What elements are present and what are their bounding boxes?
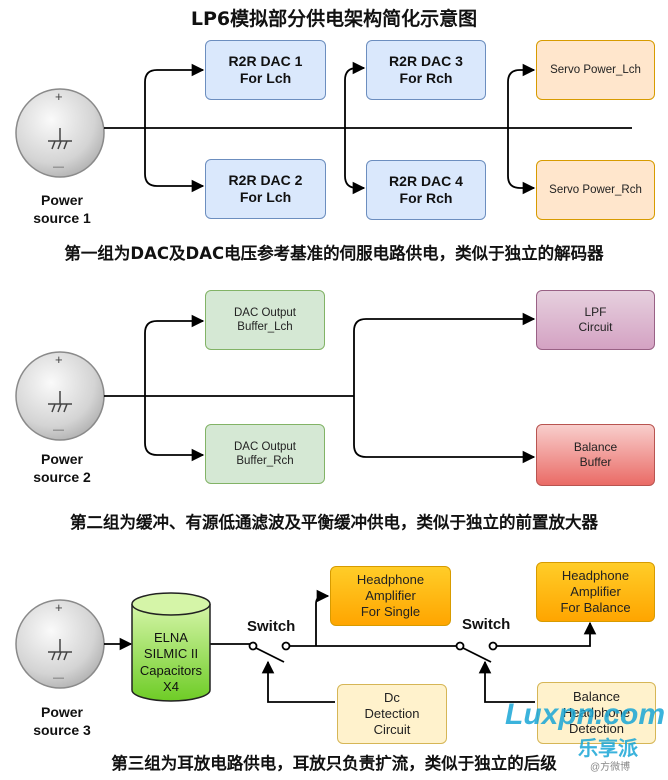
plus-sign: + (55, 89, 63, 104)
minus-sign: — (53, 424, 64, 436)
dac-output-buffer-lch-box: DAC Output Buffer_Lch (205, 290, 325, 350)
group-1-caption: 第一组为DAC及DAC电压参考基准的伺服电路供电，类似于独立的解码器 (64, 244, 604, 263)
plus-sign: + (55, 352, 63, 367)
r2r-dac-1-box: R2R DAC 1 For Lch (205, 40, 326, 100)
power-source-1-icon (15, 88, 105, 178)
headphone-amp-balance-box: Headphone Amplifier For Balance (536, 562, 655, 622)
headphone-amp-single-box: Headphone Amplifier For Single (330, 566, 451, 626)
r2r-dac-2-box: R2R DAC 2 For Lch (205, 159, 326, 219)
r2r-dac-4-box: R2R DAC 4 For Rch (366, 160, 486, 220)
power-source-1-label: Power source 1 (33, 192, 91, 227)
watermark-brand-cn: 乐享派 (578, 738, 638, 760)
servo-power-lch-box: Servo Power_Lch (536, 40, 655, 100)
switch-2-label: Switch (462, 616, 511, 633)
r2r-dac-3-box: R2R DAC 3 For Rch (366, 40, 486, 100)
watermark-brand: Luxpn.com (505, 698, 666, 731)
diagram-title: LP6模拟部分供电架构简化示意图 (190, 8, 478, 30)
balance-headphone-detection-box: Balance Headphone Detection (537, 682, 656, 744)
dac-output-buffer-rch-box: DAC Output Buffer_Rch (205, 424, 325, 484)
dc-detection-circuit-box: Dc Detection Circuit (337, 684, 447, 744)
watermark-weibo: @方微博 (590, 762, 631, 773)
switch-1-label: Switch (247, 618, 296, 635)
lpf-circuit-box: LPF Circuit (536, 290, 655, 350)
minus-sign: — (53, 161, 64, 173)
plus-sign: + (55, 600, 63, 615)
minus-sign: — (53, 672, 64, 684)
power-source-2-label: Power source 2 (33, 451, 91, 486)
capacitor-label: ELNA SILMIC II Capacitors X4 (139, 630, 203, 694)
servo-power-rch-box: Servo Power_Rch (536, 160, 655, 220)
capacitor-cylinder (131, 592, 211, 702)
group-2-caption: 第二组为缓冲、有源低通滤波及平衡缓冲供电，类似于独立的前置放大器 (70, 513, 598, 532)
power-source-3-label: Power source 3 (33, 704, 91, 739)
group-3-caption: 第三组为耳放电路供电，耳放只负责扩流，类似于独立的后级 (111, 754, 557, 773)
balance-buffer-box: Balance Buffer (536, 424, 655, 486)
